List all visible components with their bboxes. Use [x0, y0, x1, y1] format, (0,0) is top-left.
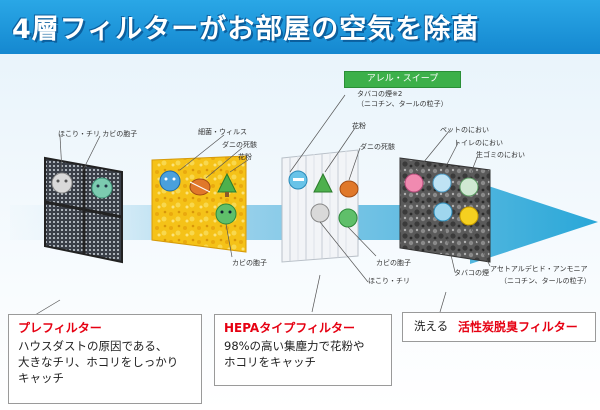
label-mite-carcass: ダニの死骸 — [222, 141, 257, 149]
mold-icon — [215, 203, 237, 225]
label-nicotine-tar: （ニコチン、タールの粒子） — [357, 100, 448, 108]
pet-icon — [404, 173, 424, 193]
mite-icon — [339, 180, 359, 198]
title-banner: 4層フィルターがお部屋の空気を除菌 — [0, 0, 600, 54]
label-pollen: 花粉 — [238, 153, 252, 161]
hepa-box — [214, 314, 392, 386]
virus-icon — [159, 170, 181, 192]
label-mite-carcass-hepa: ダニの死骸 — [360, 143, 395, 151]
sun-icon — [459, 206, 479, 226]
carbon-prefix: 洗える — [414, 319, 449, 333]
smoke-icon — [288, 170, 308, 190]
mold-icon — [91, 177, 113, 199]
pollen-icon — [217, 172, 237, 197]
hepa-line-2: ホコリをキャッチ — [224, 355, 316, 369]
prefilter-box — [8, 314, 202, 404]
prefilter-title: プレフィルター — [18, 321, 102, 335]
leader-lines — [34, 94, 491, 316]
carbon-box — [402, 312, 596, 342]
label-nicotine-tar-carbon: （ニコチン、タールの粒子） — [500, 277, 591, 285]
label-tobacco-smoke-2: タバコの煙※2 — [357, 90, 403, 98]
mite-icon — [189, 178, 211, 196]
prefilter-line-1: ハウスダストの原因である、 — [18, 339, 168, 353]
prefilter-line-2: 大きなチリ、ホコリをしっかり — [18, 355, 179, 369]
toilet-icon — [432, 173, 452, 193]
label-toilet-odor: トイレのにおい — [454, 139, 503, 147]
dust-icon — [51, 172, 73, 194]
label-garbage-odor: 生ゴミのにおい — [476, 151, 525, 159]
garbage-icon — [459, 177, 479, 197]
label-pet-odor: ペットのにおい — [440, 126, 489, 134]
dust-icon — [310, 203, 330, 223]
label-dust-mold-spore: ほこり・チリ カビの胞子 — [58, 130, 138, 138]
smoke-icon — [433, 202, 453, 222]
hepa-title: HEPAタイプフィルター — [224, 321, 355, 335]
allergy-sweep-tag: アレル・スイープ — [344, 71, 461, 88]
prefilter-line-3: キャッチ — [18, 371, 64, 385]
label-acetaldehyde-ammonia: アセトアルデヒド・アンモニア — [490, 265, 588, 273]
prefilter-graphic — [44, 156, 123, 264]
label-mold-spore: カビの胞子 — [232, 259, 267, 267]
label-tobacco-smoke: タバコの煙 — [454, 269, 489, 277]
label-dust-hepa: ほこり・チリ — [368, 277, 410, 285]
label-pollen-hepa: 花粉 — [352, 122, 366, 130]
label-bacteria-virus: 細菌・ウィルス — [198, 128, 247, 136]
banner-title: 4層フィルターがお部屋の空気を除菌 — [12, 14, 480, 45]
label-mold-spore-hepa: カビの胞子 — [376, 259, 411, 267]
hepa-line-1: 98%の高い集塵力で花粉や — [224, 339, 365, 353]
carbon-title: 活性炭脱臭フィルター — [458, 320, 578, 334]
pollen-icon — [313, 172, 333, 193]
mold-icon — [338, 208, 358, 228]
